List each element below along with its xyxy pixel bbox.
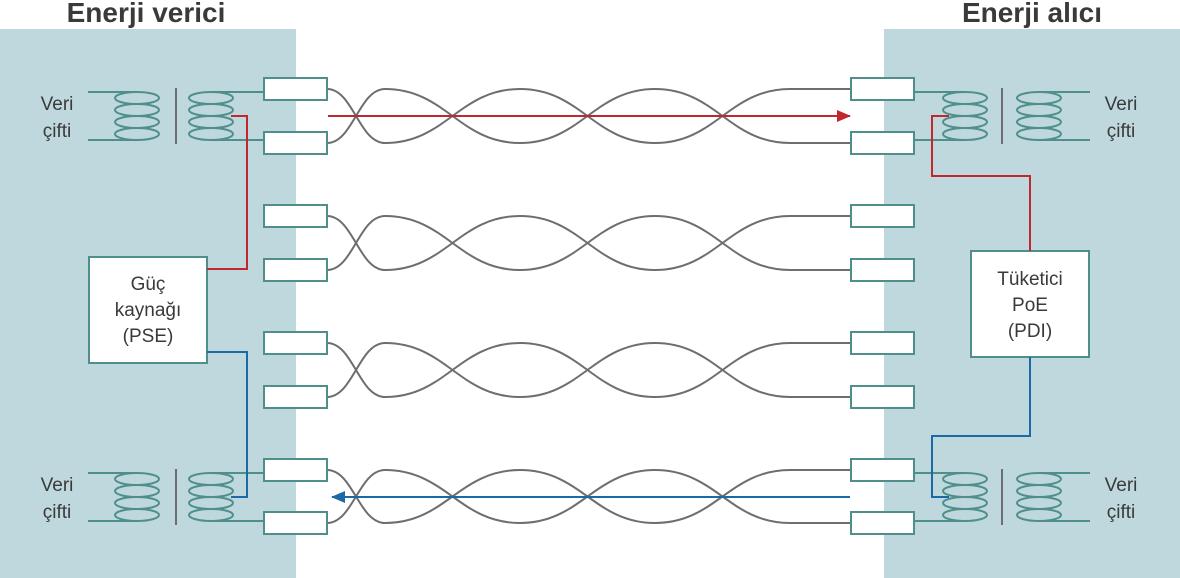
sender-port	[263, 77, 328, 101]
data-pair-label-text: çifti	[1107, 502, 1136, 523]
data-pair-label-text: çifti	[43, 502, 72, 523]
data-pair-label-bottom-left: Veri çifti	[41, 475, 74, 523]
twisted-wire	[326, 214, 851, 272]
twisted-wire	[326, 214, 851, 272]
sender-port	[263, 258, 328, 282]
transformers	[88, 88, 1090, 525]
pse-label-line2: kaynağı	[115, 300, 182, 321]
twisted-wire	[326, 468, 851, 525]
data-pair-label-top-right: Veri çifti	[1105, 94, 1138, 142]
pdi-label-line2: PoE	[1012, 295, 1048, 316]
sender-port	[263, 131, 328, 155]
pdi-label-line1: Tüketici	[997, 269, 1062, 290]
data-pair-label-bottom-right: Veri çifti	[1105, 475, 1138, 523]
pse-label-line1: Güç	[131, 274, 166, 295]
data-pair-label-text: Veri	[41, 94, 74, 115]
transformer-coil	[942, 91, 988, 141]
twisted-pairs	[326, 87, 851, 525]
sender-port	[263, 385, 328, 409]
data-pair-label-top-left: Veri çifti	[41, 94, 74, 142]
twisted-wire	[326, 87, 851, 145]
sender-port	[263, 511, 328, 535]
connector-ports	[263, 77, 915, 535]
receiver-title: Enerji alıcı	[962, 0, 1102, 28]
power-path-red-right	[931, 115, 1031, 251]
receiver-port	[850, 131, 915, 155]
twisted-wire	[326, 87, 851, 145]
sender-port	[263, 331, 328, 355]
receiver-port	[850, 77, 915, 101]
pse-label-line3: (PSE)	[123, 326, 174, 347]
twisted-wire	[326, 341, 851, 399]
power-path-red-left	[207, 115, 248, 270]
data-pair-label-text: Veri	[1105, 475, 1138, 496]
receiver-port	[850, 258, 915, 282]
receiver-port	[850, 458, 915, 482]
sender-port	[263, 458, 328, 482]
power-source-box: Güç kaynağı (PSE)	[88, 256, 208, 364]
twisted-wire	[326, 468, 851, 525]
data-pair-label-text: Veri	[41, 475, 74, 496]
receiver-port	[850, 204, 915, 228]
sender-title: Enerji verici	[67, 0, 226, 28]
data-pair-label-text: çifti	[1107, 121, 1136, 142]
data-pair-label-text: çifti	[43, 121, 72, 142]
powered-device-box: Tüketici PoE (PDI)	[970, 250, 1090, 358]
data-pair-label-text: Veri	[1105, 94, 1138, 115]
receiver-port	[850, 511, 915, 535]
pdi-label-line3: (PDI)	[1008, 321, 1052, 342]
power-path-blue-left	[207, 351, 248, 498]
receiver-port	[850, 331, 915, 355]
twisted-wire	[326, 341, 851, 399]
sender-port	[263, 204, 328, 228]
receiver-port	[850, 385, 915, 409]
power-path-blue-right	[931, 357, 1031, 498]
